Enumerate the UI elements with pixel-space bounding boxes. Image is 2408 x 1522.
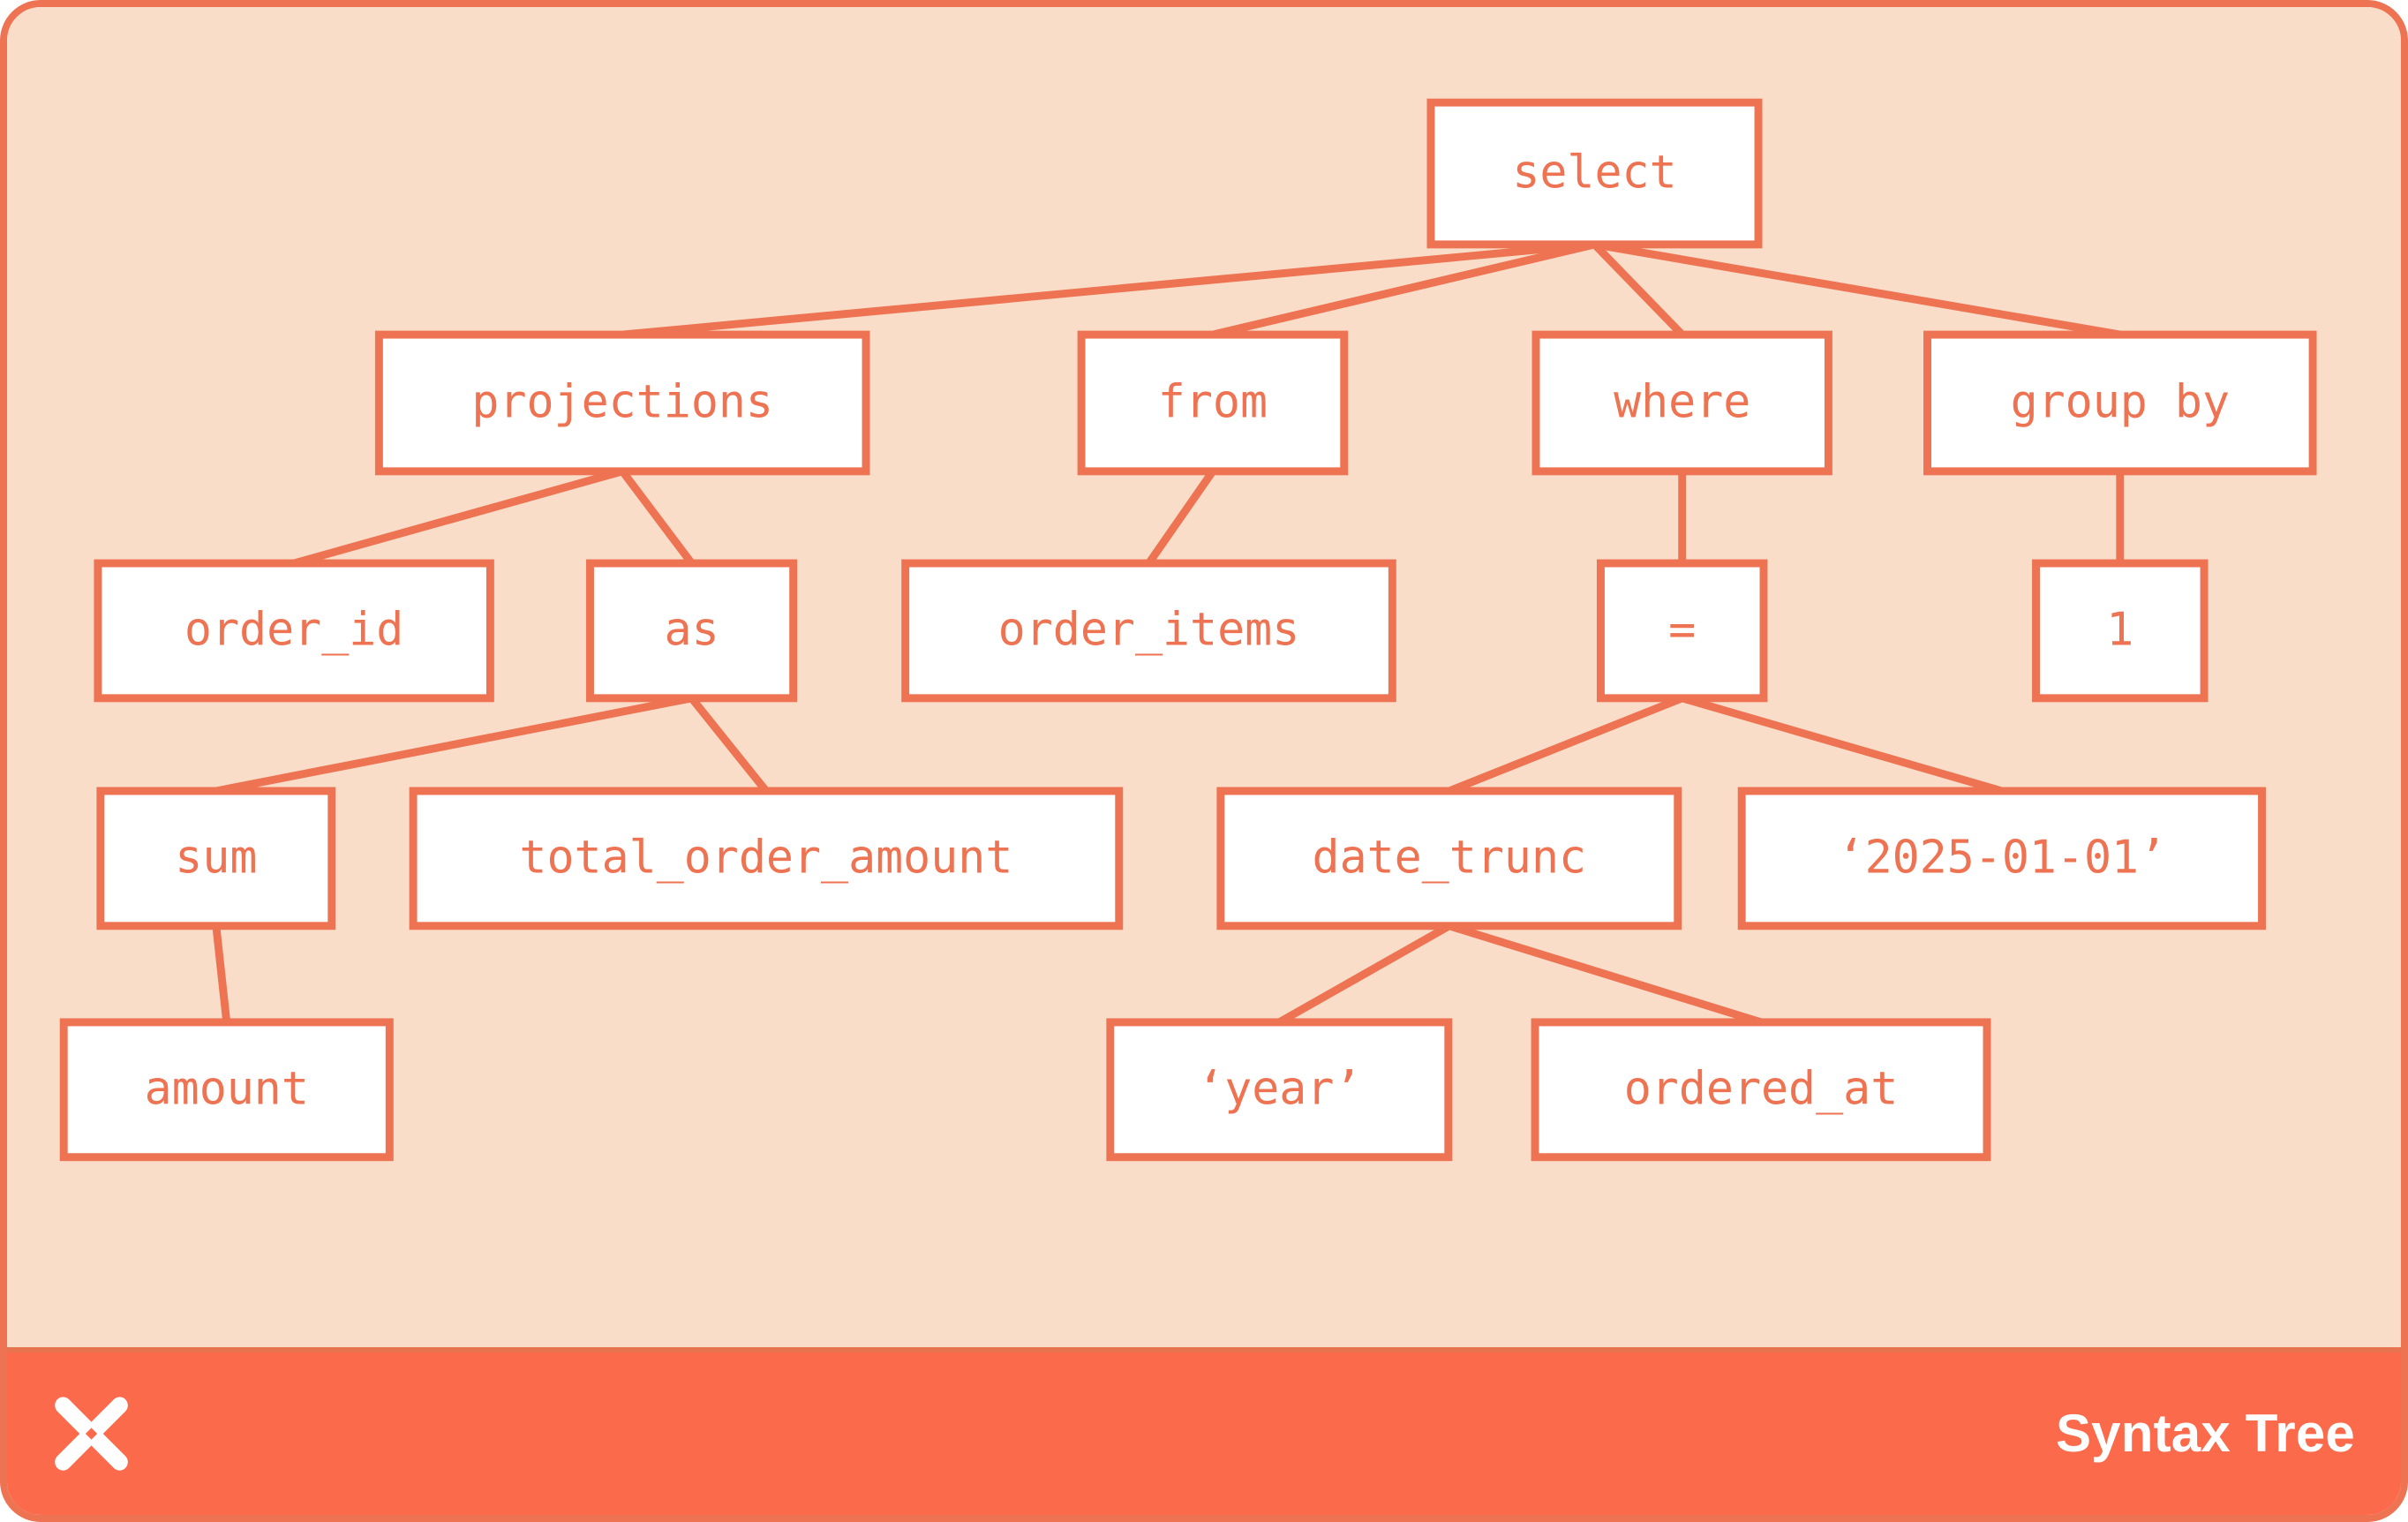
node-box-as [586, 559, 798, 703]
node-label-ordered_at: ordered_at [1624, 1062, 1899, 1115]
footer-title: Syntax Tree [2055, 1404, 2355, 1463]
tree-node-amount[interactable]: amount [59, 1018, 394, 1162]
tree-edge-date_trunc-to-ordered_at [1448, 922, 1763, 1027]
tree-edge-projections-to-order_id [292, 467, 624, 568]
footer-bar: Syntax Tree [7, 1347, 2401, 1515]
node-label-order_id: order_id [184, 603, 403, 656]
tree-edge-equals-to-date_trunc [1448, 694, 1684, 795]
node-label-group_by: group by [2011, 375, 2230, 428]
node-box-order_id [94, 559, 494, 703]
node-label-date_trunc: date_trunc [1313, 831, 1587, 884]
node-label-from: from [1158, 375, 1268, 428]
tree-node-date_trunc[interactable]: date_trunc [1216, 787, 1682, 931]
node-label-amount: amount [145, 1062, 309, 1115]
tree-edge-equals-to-date_literal [1681, 694, 2004, 795]
node-box-equals [1596, 559, 1768, 703]
tree-node-select[interactable]: select [1426, 98, 1763, 249]
tree-node-year_literal[interactable]: ‘year’ [1106, 1018, 1453, 1162]
tree-edge-select-to-from [1211, 240, 1596, 339]
edge-layer [212, 240, 2125, 1027]
node-box-ordered_at [1531, 1018, 1991, 1162]
node-layer: select projections from where group by order_… [59, 98, 2317, 1162]
tree-edge-select-to-where [1592, 241, 1685, 338]
tree-node-one[interactable]: 1 [2032, 559, 2209, 703]
node-box-date_literal [1737, 787, 2266, 931]
node-box-amount [59, 1018, 394, 1162]
node-box-projections [374, 330, 870, 476]
tree-node-group_by[interactable]: group by [1923, 330, 2317, 476]
node-box-one [2032, 559, 2209, 703]
node-box-from [1077, 330, 1349, 476]
node-box-sum [96, 787, 336, 931]
tree-node-total_order_amount[interactable]: total_order_amount [409, 787, 1124, 931]
node-label-date_literal: ‘2025-01-01’ [1838, 831, 2167, 884]
tree-node-as[interactable]: as [586, 559, 798, 703]
tree-edge-date_trunc-to-year_literal [1277, 922, 1452, 1026]
node-label-one: 1 [2106, 603, 2133, 656]
tree-edge-projections-to-as [619, 469, 696, 566]
node-label-year_literal: ‘year’ [1197, 1062, 1361, 1115]
node-box-where [1531, 330, 1832, 476]
syntax-tree-graphic: select projections from where group by order_… [59, 98, 2317, 1162]
node-box-group_by [1923, 330, 2317, 476]
tree-edge-as-to-sum [214, 694, 693, 795]
node-label-as: as [665, 603, 719, 656]
tree-node-sum[interactable]: sum [96, 787, 336, 931]
tree-edge-sum-to-amount [212, 925, 231, 1023]
tree-node-date_literal[interactable]: ‘2025-01-01’ [1737, 787, 2266, 931]
x-star-logo-icon [55, 1397, 128, 1471]
tree-node-where[interactable]: where [1531, 330, 1832, 476]
tree-node-order_items[interactable]: order_items [901, 559, 1396, 703]
tree-edge-as-to-total_order_amount [689, 696, 770, 794]
tree-edge-from-to-order_items [1145, 469, 1216, 566]
node-label-equals: = [1668, 603, 1696, 656]
node-label-where: where [1614, 375, 1750, 428]
tree-node-ordered_at[interactable]: ordered_at [1531, 1018, 1991, 1162]
tree-canvas: select projections from where group by order_… [7, 7, 2401, 1347]
node-box-select [1426, 98, 1763, 249]
node-label-projections: projections [471, 375, 773, 428]
node-label-order_items: order_items [998, 603, 1300, 656]
node-box-total_order_amount [409, 787, 1124, 931]
node-box-date_trunc [1216, 787, 1682, 931]
node-box-order_items [901, 559, 1396, 703]
node-label-sum: sum [175, 831, 257, 884]
node-label-total_order_amount: total_order_amount [519, 831, 1012, 884]
tree-node-equals[interactable]: = [1596, 559, 1768, 703]
node-box-year_literal [1106, 1018, 1453, 1162]
tree-node-projections[interactable]: projections [374, 330, 870, 476]
node-label-select: select [1512, 146, 1676, 199]
tree-node-from[interactable]: from [1077, 330, 1349, 476]
tree-edge-select-to-projections [621, 240, 1595, 339]
tree-node-order_id[interactable]: order_id [94, 559, 494, 703]
tree-edge-select-to-group_by [1593, 240, 2121, 339]
